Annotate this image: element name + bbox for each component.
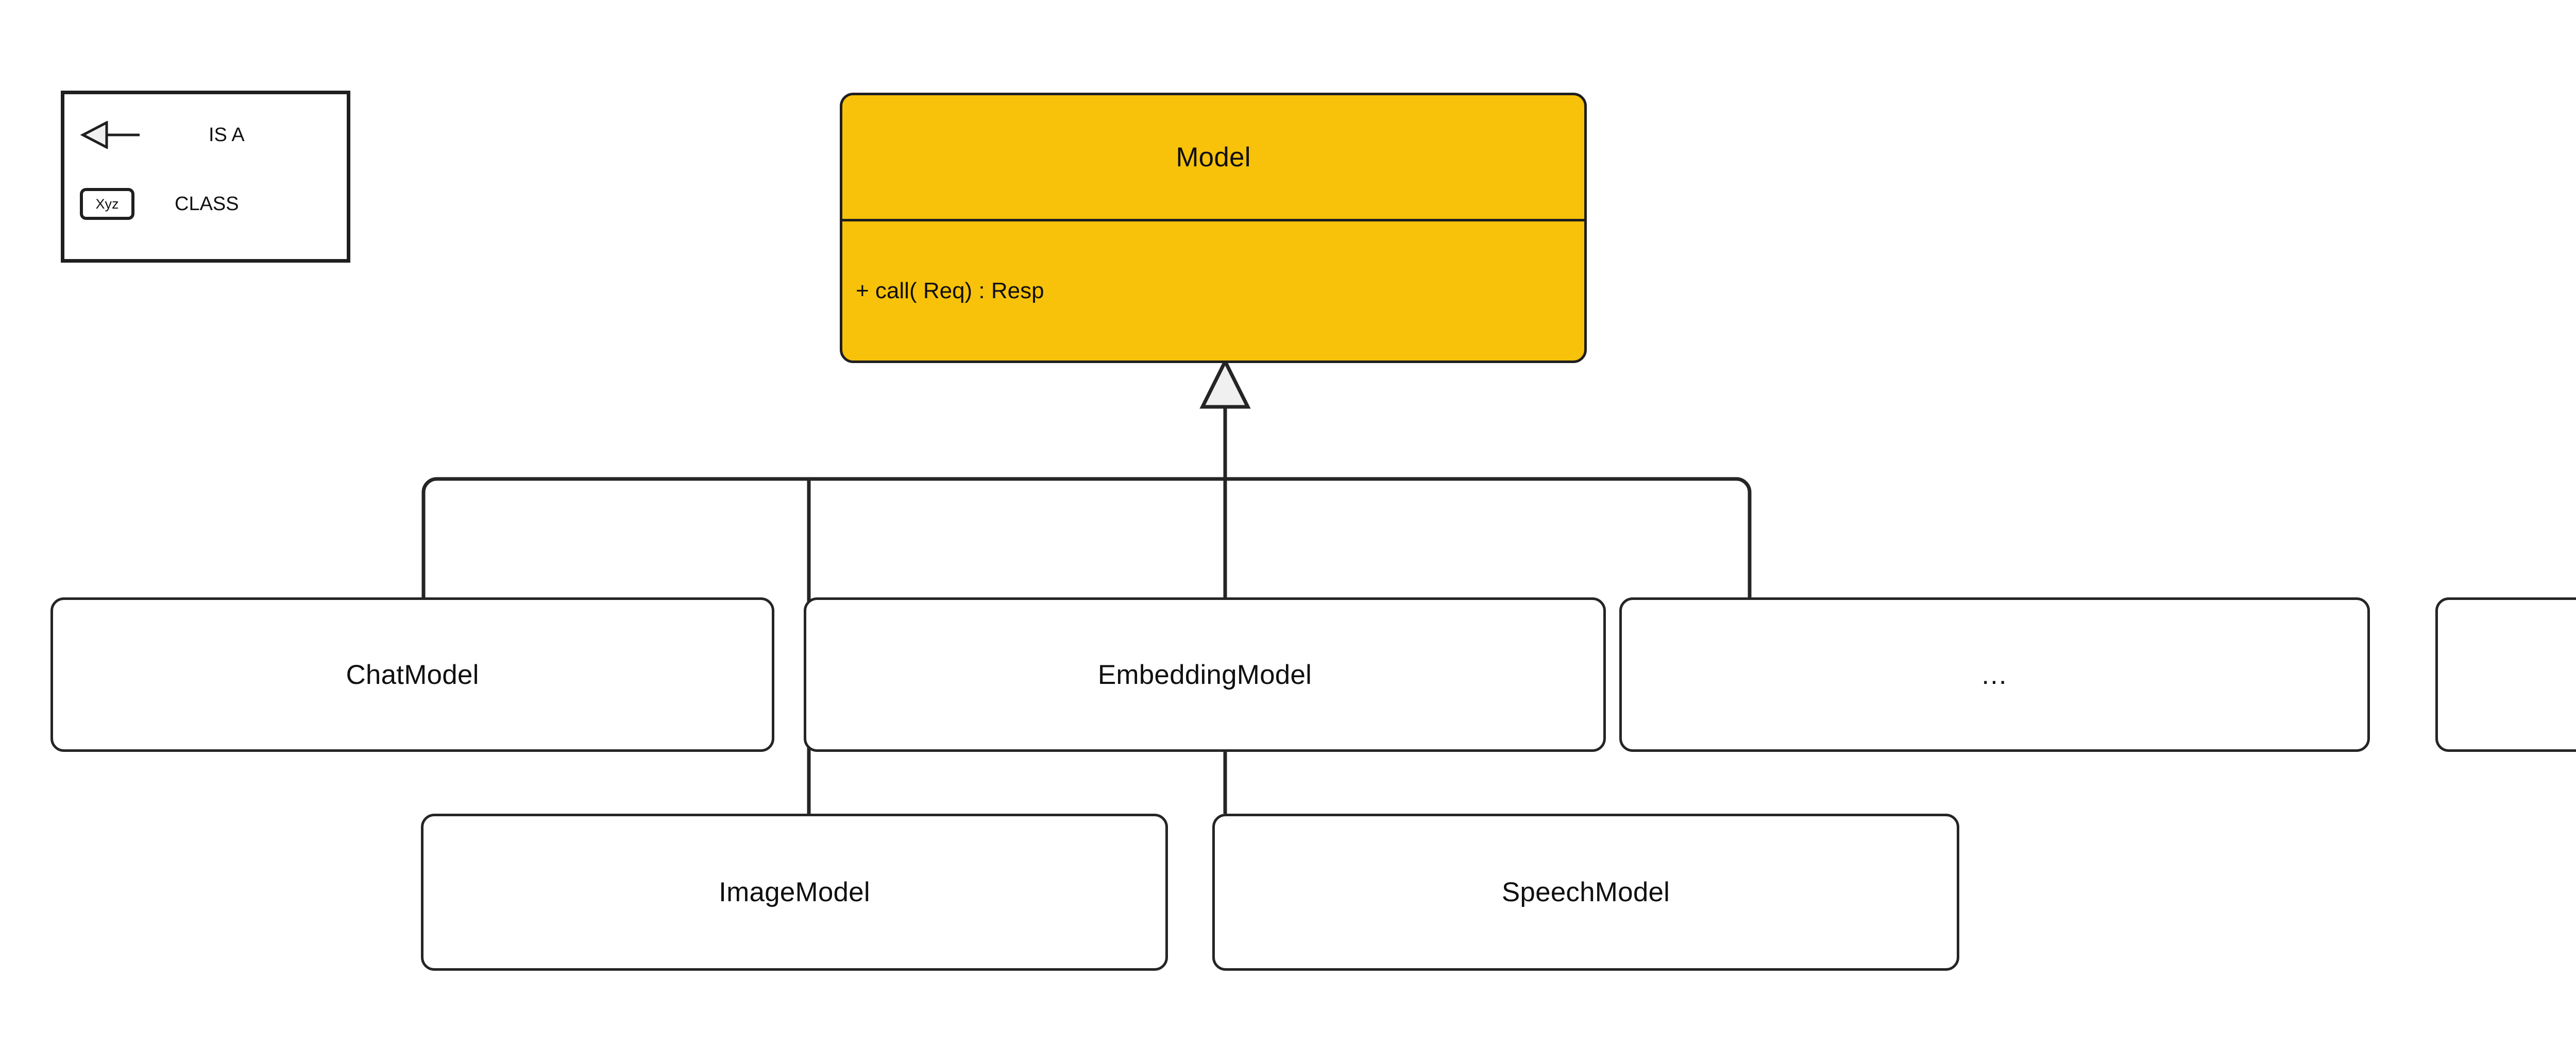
isa-arrow-icon xyxy=(80,121,140,149)
class-name-chat-model: ChatModel xyxy=(346,659,479,690)
legend-label-isa: IS A xyxy=(209,124,245,146)
class-operation-model-call: + call( Req) : Resp xyxy=(856,278,1044,303)
legend-row-isa: IS A xyxy=(80,121,245,149)
class-name-more-models: ... xyxy=(1981,659,2008,690)
legend-box: IS A Xyz CLASS xyxy=(61,91,350,263)
legend-class-sample-icon: Xyz xyxy=(80,188,134,220)
class-node-model[interactable]: Model + call( Req) : Resp xyxy=(840,93,1587,363)
arrowhead-isa-model xyxy=(1199,357,1251,409)
edge-leg-more-models xyxy=(1736,477,1752,597)
class-name-speech-model: SpeechModel xyxy=(1501,877,1670,907)
legend-row-class: Xyz CLASS xyxy=(80,188,239,220)
class-name-image-model: ImageModel xyxy=(719,877,870,907)
class-name-model: Model xyxy=(842,95,1584,221)
class-node-image-model[interactable]: ImageModel xyxy=(421,814,1168,971)
legend-label-class: CLASS xyxy=(175,193,239,215)
class-node-embedding-model[interactable]: EmbeddingModel xyxy=(804,597,1606,752)
class-node-chat-model[interactable]: ChatModel xyxy=(50,597,774,752)
class-name-streaming-chat-model: StreamingChatModel xyxy=(2438,600,2576,749)
class-name-embedding-model: EmbeddingModel xyxy=(1097,659,1312,690)
edge-leg-chat-model xyxy=(421,477,437,597)
class-node-speech-model[interactable]: SpeechModel xyxy=(1212,814,1959,971)
class-node-streaming-chat-model[interactable]: StreamingChatModel xyxy=(2435,597,2576,752)
class-node-more-models[interactable]: ... xyxy=(1619,597,2370,752)
